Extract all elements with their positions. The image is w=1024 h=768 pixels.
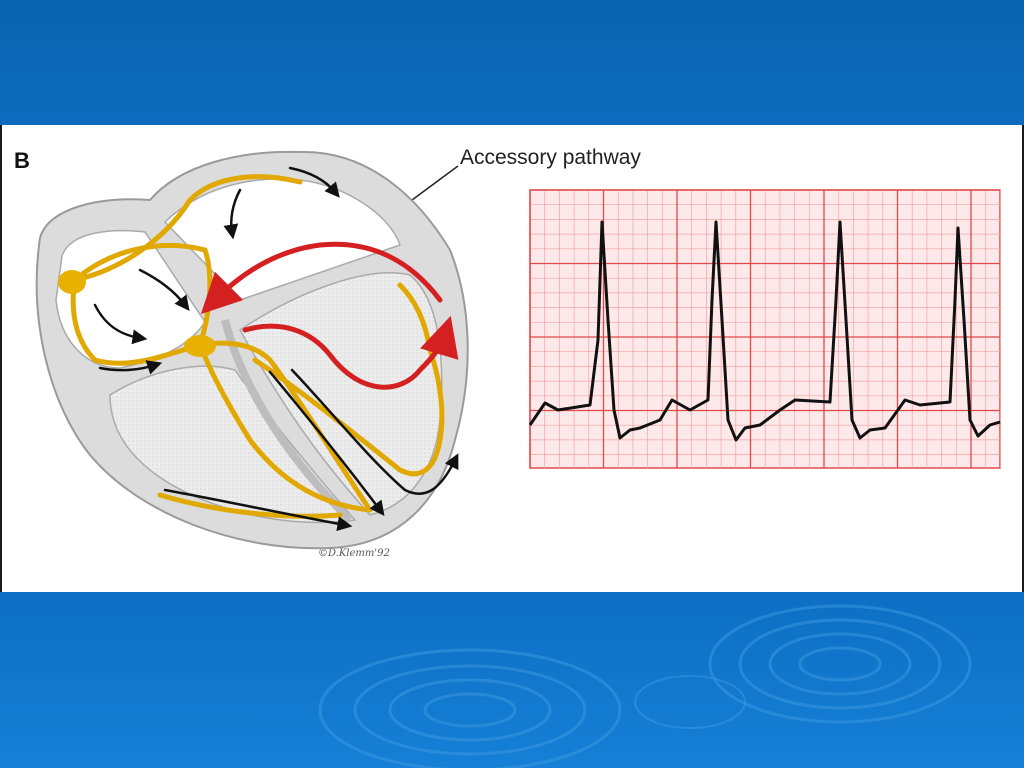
- accessory-pathway-arrow: [200, 241, 459, 390]
- propagation-arrows: [93, 166, 459, 532]
- top-band: [0, 0, 1024, 125]
- sa-node: [58, 270, 86, 294]
- illustrator-credit: ©D.Klemm'92: [318, 548, 390, 559]
- ripple-decoration-icon: [318, 604, 972, 768]
- accessory-pathway-label: Accessory pathway: [460, 146, 641, 169]
- av-node: [184, 335, 216, 357]
- conduction-system: [70, 174, 445, 519]
- ecg-trace: [528, 220, 1001, 442]
- panel-letter: B: [14, 148, 30, 173]
- bottom-band: [0, 592, 1024, 768]
